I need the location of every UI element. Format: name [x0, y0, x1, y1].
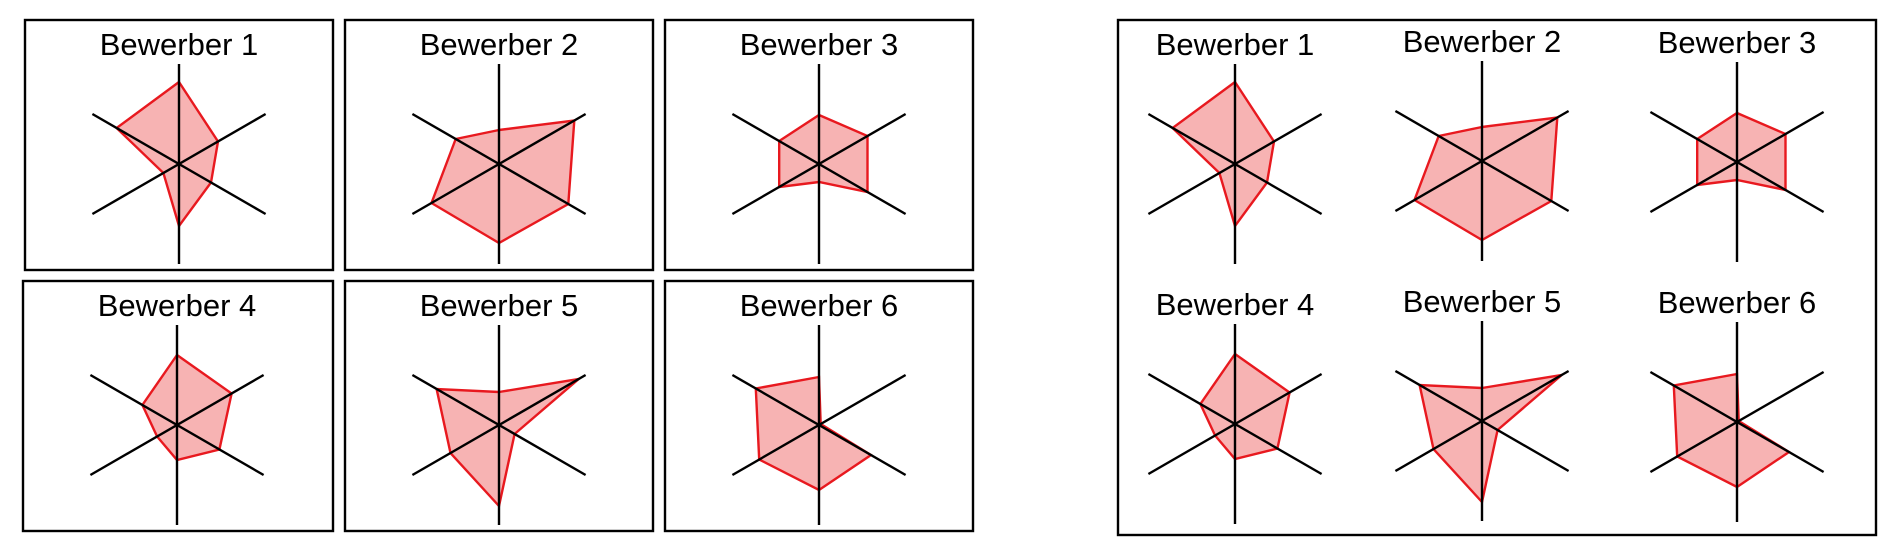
radar-axis-line [1649, 370, 1825, 474]
panel-frame [343, 279, 655, 533]
radar-title: Bewerber 2 [1403, 24, 1562, 59]
series-polygon [430, 119, 576, 245]
series-polygon [435, 377, 583, 509]
right-radar-4: Bewerber 4 [1147, 287, 1323, 524]
radar-axis-line [1649, 110, 1825, 214]
radar-axis-line [731, 373, 907, 477]
series-polygon [1672, 372, 1792, 489]
left-grid-of-framed-radars: Bewerber 1 Bewerber 2 Bewerber 3 Bewerber 4… [21, 18, 975, 533]
radar-axis-line [731, 112, 907, 216]
series-polygon [1413, 116, 1559, 242]
radar-title: Bewerber 5 [1403, 284, 1562, 319]
radar-axis-line [1394, 369, 1570, 473]
series-polygon [141, 353, 233, 462]
radar-title: Bewerber 3 [740, 27, 899, 62]
radar-axis-line [89, 373, 265, 477]
left-radar-5: Bewerber 5 [411, 288, 587, 525]
right-combined-radar-panel: Bewerber 1 Bewerber 2 Bewerber 3 Bewerber 4… [1116, 18, 1878, 537]
right-radar-2: Bewerber 2 [1394, 24, 1570, 261]
left-radar-1: Bewerber 1 [91, 27, 267, 264]
radar-axis-line [411, 373, 587, 477]
radar-axis-line [1147, 112, 1323, 216]
radar-title: Bewerber 1 [1156, 27, 1315, 62]
radar-title: Bewerber 6 [1658, 285, 1817, 320]
left-radar-4: Bewerber 4 [89, 288, 265, 525]
right-radar-5: Bewerber 5 [1394, 284, 1570, 521]
series-polygon [114, 80, 220, 229]
radar-axis-line [1147, 372, 1323, 476]
right-radar-6: Bewerber 6 [1649, 285, 1825, 522]
left-radar-6: Bewerber 6 [731, 288, 907, 525]
radar-title: Bewerber 6 [740, 288, 899, 323]
series-polygon [1170, 80, 1276, 229]
series-polygon [1199, 352, 1291, 461]
radar-title: Bewerber 4 [98, 288, 257, 323]
series-polygon [754, 375, 874, 492]
combined-panel-frame [1116, 18, 1878, 537]
left-radar-3: Bewerber 3 [731, 27, 907, 264]
panel-frame [663, 279, 975, 533]
left-radar-2: Bewerber 2 [411, 27, 587, 264]
panel-frame [663, 18, 975, 272]
right-radar-3: Bewerber 3 [1649, 25, 1825, 262]
panel-frame [343, 18, 655, 272]
radar-title: Bewerber 4 [1156, 287, 1315, 322]
panel-frame [21, 279, 335, 533]
radar-title: Bewerber 3 [1658, 25, 1817, 60]
panel-frame [23, 18, 335, 272]
radar-axis-line [411, 112, 587, 216]
radar-title: Bewerber 2 [420, 27, 579, 62]
radar-axis-line [1394, 109, 1570, 213]
right-radar-1: Bewerber 1 [1147, 27, 1323, 264]
radar-axis-line [91, 112, 267, 216]
radar-title: Bewerber 1 [100, 27, 259, 62]
radar-title: Bewerber 5 [420, 288, 579, 323]
series-polygon [1418, 373, 1566, 505]
